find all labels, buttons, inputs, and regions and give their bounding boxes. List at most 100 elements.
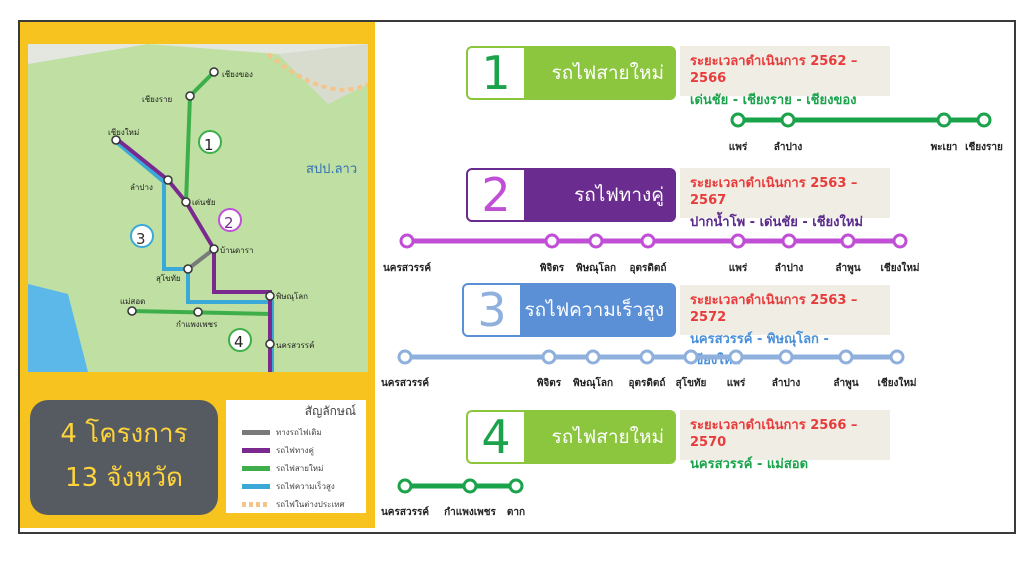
- project-4-period: ระยะเวลาดำเนินการ 2566 – 2570: [690, 418, 858, 450]
- station-dot: [838, 349, 854, 365]
- station-dot: [730, 112, 746, 128]
- station-dot: [728, 349, 744, 365]
- route-2-number: 2: [224, 214, 234, 232]
- project-4-line: นครสวรรค์กำแพงเพชรตาก: [381, 478, 525, 518]
- station-label: ลำพูน: [833, 377, 858, 390]
- existing-railway: [186, 247, 216, 271]
- station-dot: [544, 233, 560, 249]
- project-1-badge: 1 รถไฟสายใหม่: [466, 46, 676, 100]
- legend-item: รถไฟทางคู่: [242, 444, 314, 457]
- station-label: ลำปาง: [772, 377, 801, 389]
- project-3-name: รถไฟความเร็วสูง: [524, 299, 664, 321]
- station-label: พิษณุโลก: [576, 261, 616, 274]
- station-label: นครสวรรค์: [381, 377, 429, 389]
- map-label-lampang: ลำปาง: [130, 183, 153, 192]
- project-3-badge: 3 รถไฟความเร็วสูง: [462, 283, 676, 337]
- station-dot: [730, 233, 746, 249]
- map-label-denchai: เด่นชัย: [192, 198, 216, 207]
- station-label: นครสวรรค์: [381, 506, 429, 518]
- summary-provinces: 13 จังหวัด: [65, 463, 183, 493]
- map-label-chiangrai: เชียงราย: [142, 95, 173, 104]
- map-label-chiangkhong: เชียงของ: [222, 70, 253, 79]
- route-2-marker: [218, 208, 242, 232]
- station-label: สุโขทัย: [676, 376, 707, 389]
- project-2-info: ระยะเวลาดำเนินการ 2563 – 2567 ปากน้ำโพ -…: [680, 168, 890, 230]
- project-3-line: นครสวรรค์ พิจิตร พิษณุโลก อุตรดิตถ์ สุโขทัย แ…: [381, 349, 917, 390]
- summary-projects: 4 โครงการ: [60, 419, 188, 449]
- neighbor-area: [278, 44, 368, 104]
- project-4-badge: 4 รถไฟสายใหม่: [466, 410, 676, 464]
- station-label: นครสวรรค์: [383, 262, 431, 274]
- project-3-number: 3: [464, 285, 520, 335]
- route-1-number: 1: [204, 136, 214, 154]
- legend-item: รถไฟสายใหม่: [242, 462, 323, 475]
- project-1-line: แพร่ ลำปาง พะเยา เชียงราย: [729, 112, 1003, 153]
- station-dot: [683, 349, 699, 365]
- route-3-marker: [130, 224, 154, 248]
- station-dot: [462, 478, 478, 494]
- map-label-bandara: บ้านดารา: [220, 246, 254, 255]
- station-dot: [397, 349, 413, 365]
- station-label: แพร่: [729, 141, 748, 153]
- station-dot: [639, 349, 655, 365]
- station-label: อุตรดิตถ์: [630, 262, 667, 274]
- station-label: ลำปาง: [774, 141, 803, 153]
- station-label: อุตรดิตถ์: [629, 377, 666, 389]
- station-dot: [780, 112, 796, 128]
- route-4-marker: [228, 328, 252, 352]
- project-2-number: 2: [468, 170, 524, 220]
- map-label-nakhonsawan: นครสวรรค์: [276, 341, 315, 350]
- station-label: ลำพูน: [835, 262, 860, 275]
- station-dot: [399, 233, 415, 249]
- station-label: พิจิตร: [537, 377, 562, 389]
- station-dot: [541, 349, 557, 365]
- station-label: เชียงราย: [965, 141, 1003, 153]
- project-4-info: ระยะเวลาดำเนินการ 2566 – 2570 นครสวรรค์ …: [680, 410, 890, 472]
- foreign-railway: [266, 52, 368, 92]
- station-label: แพร่: [727, 377, 746, 389]
- project-4-route: นครสวรรค์ - แม่สอด: [690, 457, 809, 472]
- land-area: [28, 44, 368, 372]
- station-label: พิษณุโลก: [573, 376, 613, 389]
- sea-area: [28, 284, 88, 372]
- station-label: พิจิตร: [540, 262, 565, 274]
- map-stations: [111, 67, 275, 349]
- project-4-name: รถไฟสายใหม่: [551, 426, 664, 448]
- route-4-number: 4: [234, 333, 244, 351]
- legend-title: สัญลักษณ์: [304, 404, 356, 418]
- station-dot: [585, 349, 601, 365]
- legend-item: ทางรถไฟเดิม: [242, 426, 322, 439]
- project-2-name: รถไฟทางคู่: [574, 184, 664, 206]
- project-3-info: ระยะเวลาดำเนินการ 2563 – 2572 นครสวรรค์ …: [680, 285, 890, 368]
- station-label: พะเยา: [931, 142, 958, 153]
- project-2-badge: 2 รถไฟทางคู่: [466, 168, 676, 222]
- legend: สัญลักษณ์ ทางรถไฟเดิม รถไฟทางคู่ รถไฟสาย…: [226, 400, 366, 513]
- station-dot: [588, 233, 604, 249]
- station-label: เชียงใหม่: [880, 261, 919, 274]
- station-dot: [840, 233, 856, 249]
- station-label: แพร่: [729, 262, 748, 274]
- station-dot: [936, 112, 952, 128]
- project-2-line: นครสวรรค์ พิจิตร พิษณุโลก อุตรดิตถ์ แพร่ ลำปา…: [383, 233, 920, 275]
- map-label-phitsanulok: พิษณุโลก: [276, 292, 309, 301]
- legend-item: รถไฟในต่างประเทศ: [242, 498, 345, 511]
- map-label-sukhothai: สุโขทัย: [156, 274, 181, 283]
- route-1-marker: [198, 130, 222, 154]
- project-1-number: 1: [468, 48, 524, 98]
- station-dot: [778, 349, 794, 365]
- map-label-kamphaeng: กำแพงเพชร: [176, 320, 218, 329]
- summary-box: 4 โครงการ 13 จังหวัด: [30, 400, 218, 515]
- station-label: ลำปาง: [775, 262, 804, 274]
- route-3-number: 3: [136, 230, 146, 248]
- project-3-period: ระยะเวลาดำเนินการ 2563 – 2572: [690, 293, 858, 325]
- map-label-maesot: แม่สอด: [120, 297, 146, 306]
- railway-map: 1 2 3 4 สปป.ลาว เชียงของ เชียงราย เชียงใ…: [28, 44, 368, 372]
- country-label: สปป.ลาว: [306, 162, 358, 177]
- station-label: ตาก: [507, 507, 525, 518]
- station-dot: [889, 349, 905, 365]
- station-dot: [508, 478, 524, 494]
- station-dot: [781, 233, 797, 249]
- map-svg: [28, 44, 368, 372]
- project-1-period: ระยะเวลาดำเนินการ 2562 – 2566: [690, 54, 858, 86]
- project-1-name: รถไฟสายใหม่: [551, 62, 664, 84]
